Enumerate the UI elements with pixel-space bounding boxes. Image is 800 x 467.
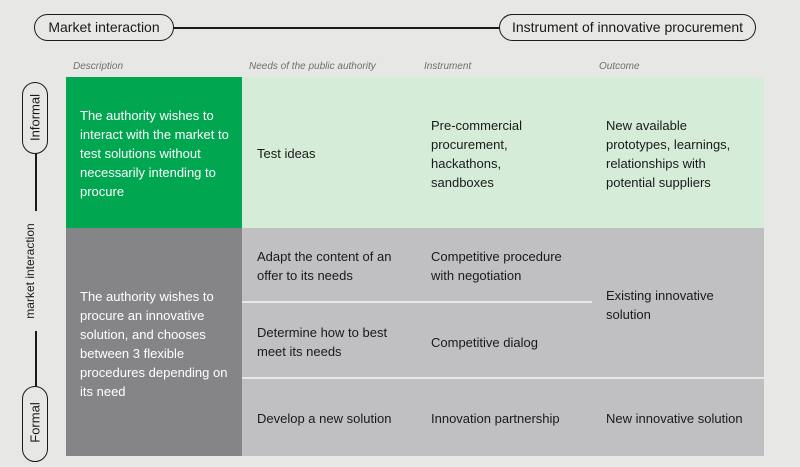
informal-need-text: Test ideas	[257, 146, 316, 161]
formal-row1-need-text: Adapt the content of an offer to its nee…	[257, 249, 392, 283]
header-connector-line	[172, 27, 502, 29]
formal-row2-instrument-text: Competitive dialog	[431, 335, 538, 350]
formal-description-text: The authority wishes to procure an innov…	[80, 289, 228, 399]
informal-instrument-text: Pre-commercial procurement, hackathons, …	[431, 118, 523, 190]
informal-description-text: The authority wishes to interact with th…	[80, 108, 229, 199]
market-interaction-axis-label: market interaction	[23, 211, 37, 331]
market-interaction-pill: Market interaction	[34, 14, 174, 41]
column-header-instrument: Instrument	[424, 61, 472, 72]
instrument-pill-label: Instrument of innovative procurement	[511, 19, 744, 35]
column-header-description: Description	[73, 61, 124, 72]
formal-row-separator-2	[242, 377, 764, 379]
informal-outcome-text: New available prototypes, learnings, rel…	[606, 118, 731, 190]
formal-row3-instrument-text: Innovation partnership	[431, 411, 560, 426]
formal-description-cell	[66, 228, 242, 456]
formal-pill	[22, 386, 48, 462]
formal-row2-need-text: Determine how to best meet its needs	[257, 325, 388, 359]
informal-pill	[22, 82, 48, 154]
instrument-pill: Instrument of innovative procurement	[499, 14, 756, 41]
formal-row3-need-text: Develop a new solution	[257, 411, 392, 426]
market-interaction-pill-label: Market interaction	[48, 19, 160, 35]
formal-shared-outcome-text: Existing innovative solution	[606, 288, 714, 322]
informal-description-cell	[66, 77, 242, 228]
informal-label: Informal	[27, 94, 43, 141]
formal-row3-outcome-text: New innovative solution	[606, 411, 743, 426]
column-header-outcome: Outcome	[599, 61, 640, 72]
formal-detail-cell	[242, 228, 764, 456]
informal-detail-cell	[242, 77, 764, 228]
formal-label: Formal	[27, 402, 43, 443]
formal-row-separator-1	[242, 301, 592, 303]
column-header-needs: Needs of the public authority	[249, 61, 376, 72]
formal-row1-instrument-text: Competitive procedure with negotiation	[431, 249, 562, 283]
